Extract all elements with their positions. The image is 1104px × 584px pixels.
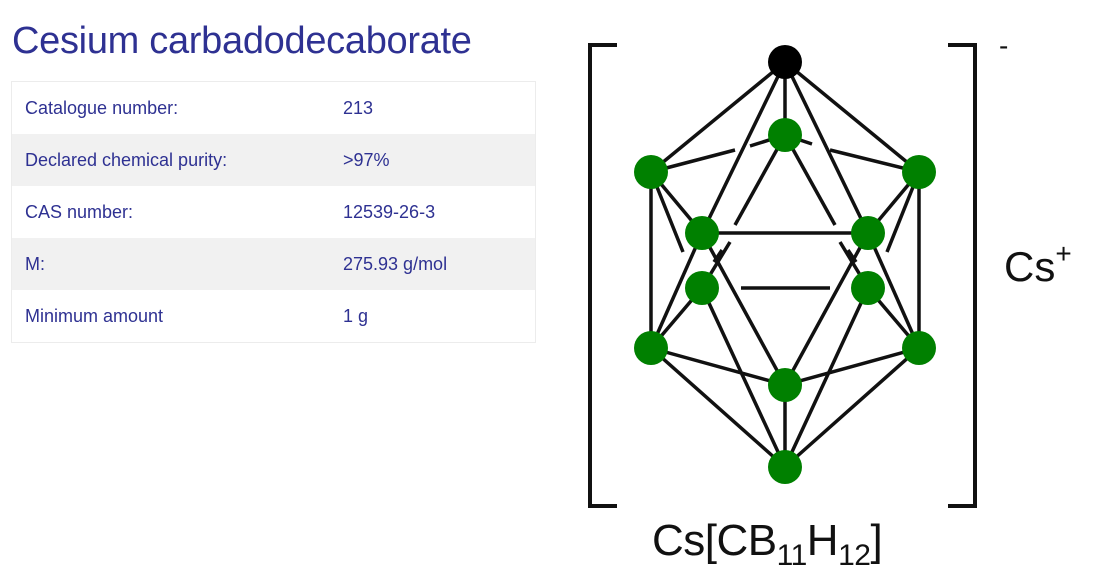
boron-atoms: [634, 118, 936, 484]
formula-suffix: ]: [870, 516, 883, 565]
molecule-structure-diagram: [588, 43, 977, 508]
spec-label: M:: [25, 253, 45, 274]
boron-atom: [851, 271, 885, 305]
bracket-left: [588, 43, 617, 508]
bracket-right: [948, 43, 977, 508]
formula-hydrogen: H: [806, 516, 839, 565]
formula-subscript-hydrogen: 12: [838, 539, 871, 572]
spec-table: Catalogue number: 213 Declared chemical …: [11, 81, 536, 343]
boron-atom: [902, 331, 936, 365]
boron-atom: [634, 155, 668, 189]
boron-atom: [768, 368, 802, 402]
spec-label: Minimum amount: [25, 305, 164, 326]
spec-row-cas-number: CAS number: 12539-26-3: [12, 186, 535, 238]
anion-charge: -: [999, 30, 1009, 61]
boron-atom: [685, 271, 719, 305]
page-title: Cesium carbadodecaborate: [12, 20, 472, 62]
cation-symbol: Cs: [1004, 243, 1056, 290]
spec-value: 275.93 g/mol: [343, 253, 448, 274]
cation-charge: +: [1055, 238, 1072, 269]
spec-label: Catalogue number:: [25, 97, 179, 118]
formula-subscript-boron: 11: [776, 539, 808, 572]
chemical-formula: Cs[CB11H12]: [652, 516, 883, 573]
boron-atom: [851, 216, 885, 250]
spec-label: CAS number:: [25, 201, 134, 222]
spec-row-purity: Declared chemical purity: >97%: [12, 134, 535, 186]
spec-value: 213: [343, 97, 374, 118]
formula-prefix: Cs[CB: [652, 516, 777, 565]
boron-atom: [768, 118, 802, 152]
boron-atom: [634, 331, 668, 365]
spec-label: Declared chemical purity:: [25, 149, 228, 170]
spec-row-molar-mass: M: 275.93 g/mol: [12, 238, 535, 290]
boron-atom: [685, 216, 719, 250]
carbon-atom: [768, 45, 802, 79]
spec-row-minimum-amount: Minimum amount 1 g: [12, 290, 535, 342]
spec-value: >97%: [343, 149, 390, 170]
spec-value: 1 g: [343, 305, 369, 326]
spec-value: 12539-26-3: [343, 201, 436, 222]
boron-atom: [768, 450, 802, 484]
cation-label: Cs+: [1004, 238, 1072, 291]
spec-row-catalogue-number: Catalogue number: 213: [12, 82, 535, 134]
boron-atom: [902, 155, 936, 189]
